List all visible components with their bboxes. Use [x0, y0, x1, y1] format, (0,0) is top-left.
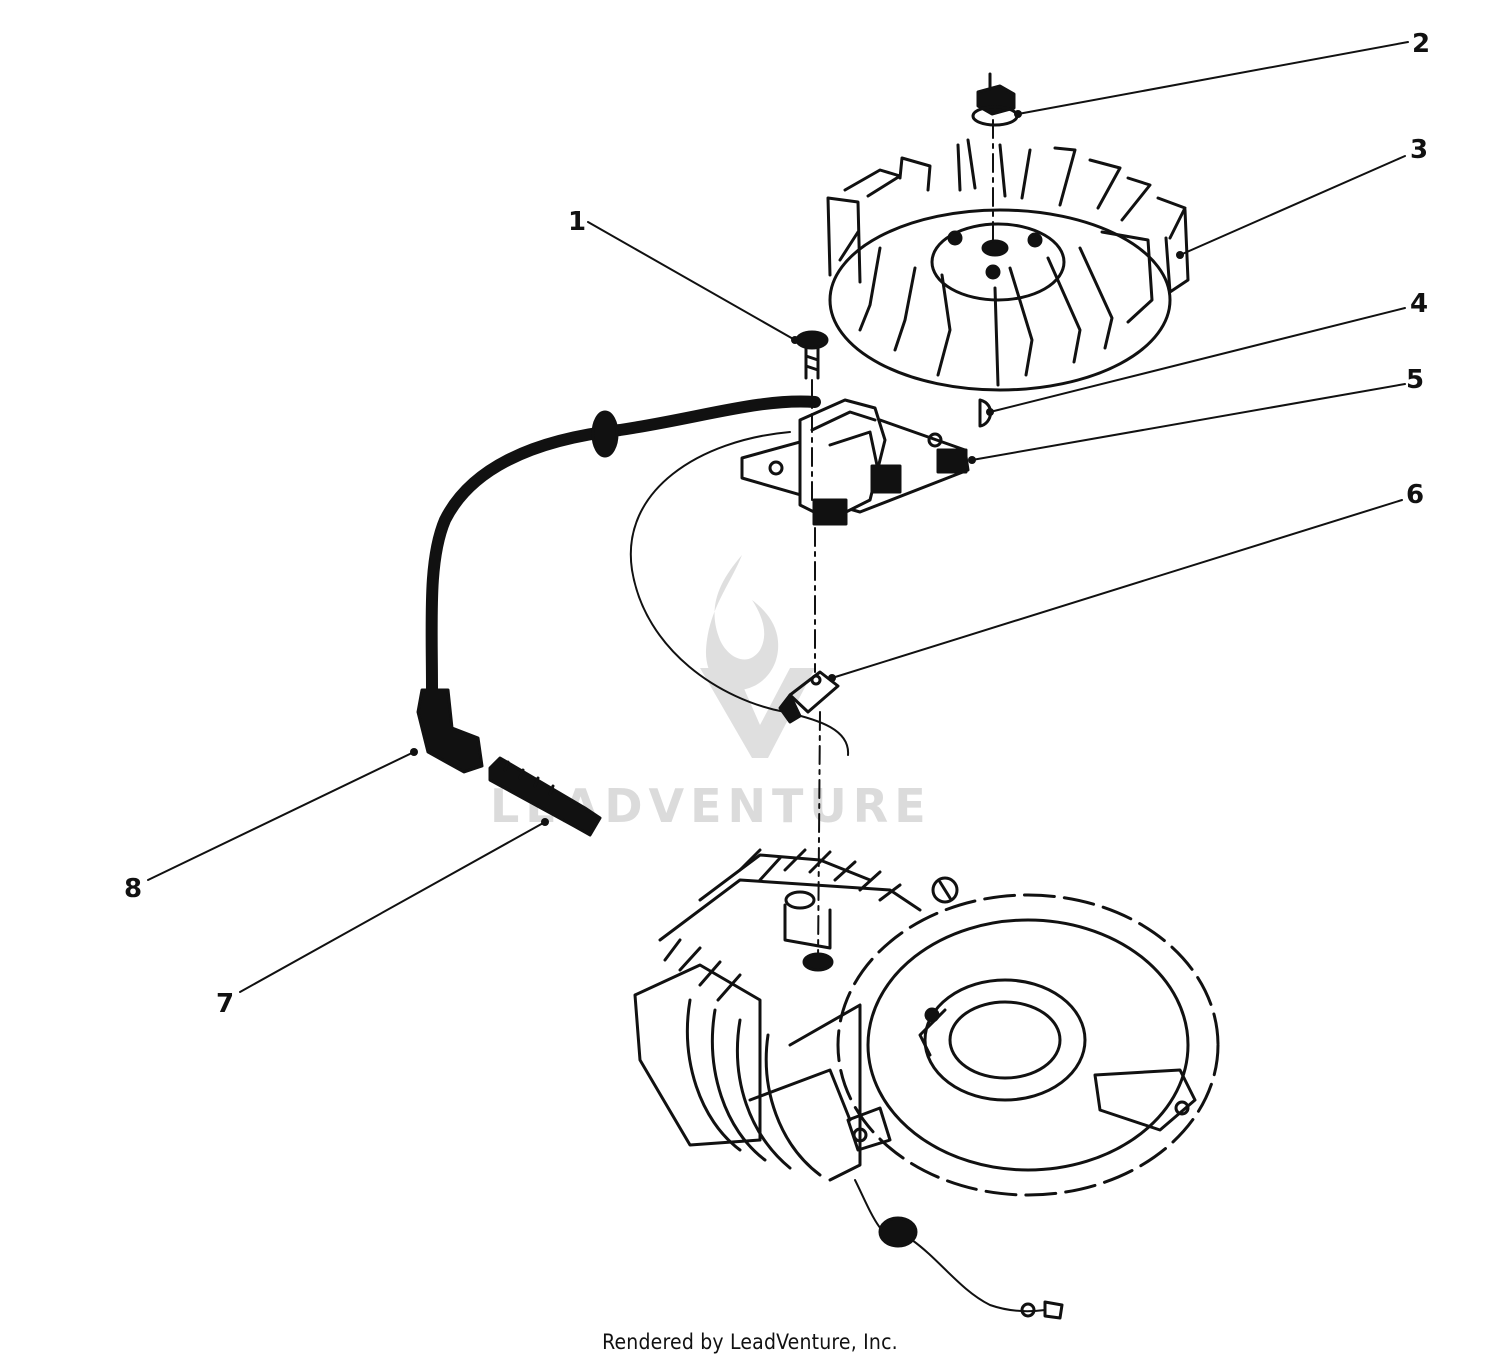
assembly-axis [811, 119, 994, 963]
spark-plug [488, 756, 602, 837]
flame-v-logo-icon [700, 555, 815, 758]
leader-line-5 [971, 383, 1406, 461]
callout-6: 6 [1406, 480, 1424, 510]
leader-line-3 [1179, 155, 1406, 256]
callout-8: 8 [124, 874, 142, 904]
leader-line-1 [587, 221, 796, 341]
engine-block [633, 848, 1220, 1197]
coil-screw [795, 330, 829, 380]
ground-wire [629, 431, 850, 756]
callout-3: 3 [1410, 135, 1428, 165]
callout-5: 5 [1406, 365, 1424, 395]
callout-1: 1 [568, 207, 586, 237]
leader-line-6 [831, 499, 1403, 679]
leader-line-4 [989, 307, 1406, 413]
leader-line-2 [1017, 41, 1409, 115]
flywheel-nut [971, 72, 1019, 127]
callout-labels: 1 2 3 4 5 6 7 8 [124, 29, 1430, 1019]
leader-line-7 [239, 821, 546, 993]
callout-7: 7 [216, 989, 234, 1019]
callout-2: 2 [1412, 29, 1430, 59]
kill-wire [854, 1179, 1064, 1320]
leader-line-8 [147, 751, 415, 881]
callout-4: 4 [1410, 289, 1428, 319]
leader-dots [410, 110, 1184, 826]
wire-clip [778, 670, 840, 724]
spark-plug-boot [416, 688, 484, 774]
leader-lines [147, 41, 1409, 993]
ignition-module [740, 398, 970, 526]
flywheel [826, 138, 1190, 392]
high-tension-lead [425, 395, 821, 696]
footer-credit: Rendered by LeadVenture, Inc. [602, 1330, 898, 1354]
